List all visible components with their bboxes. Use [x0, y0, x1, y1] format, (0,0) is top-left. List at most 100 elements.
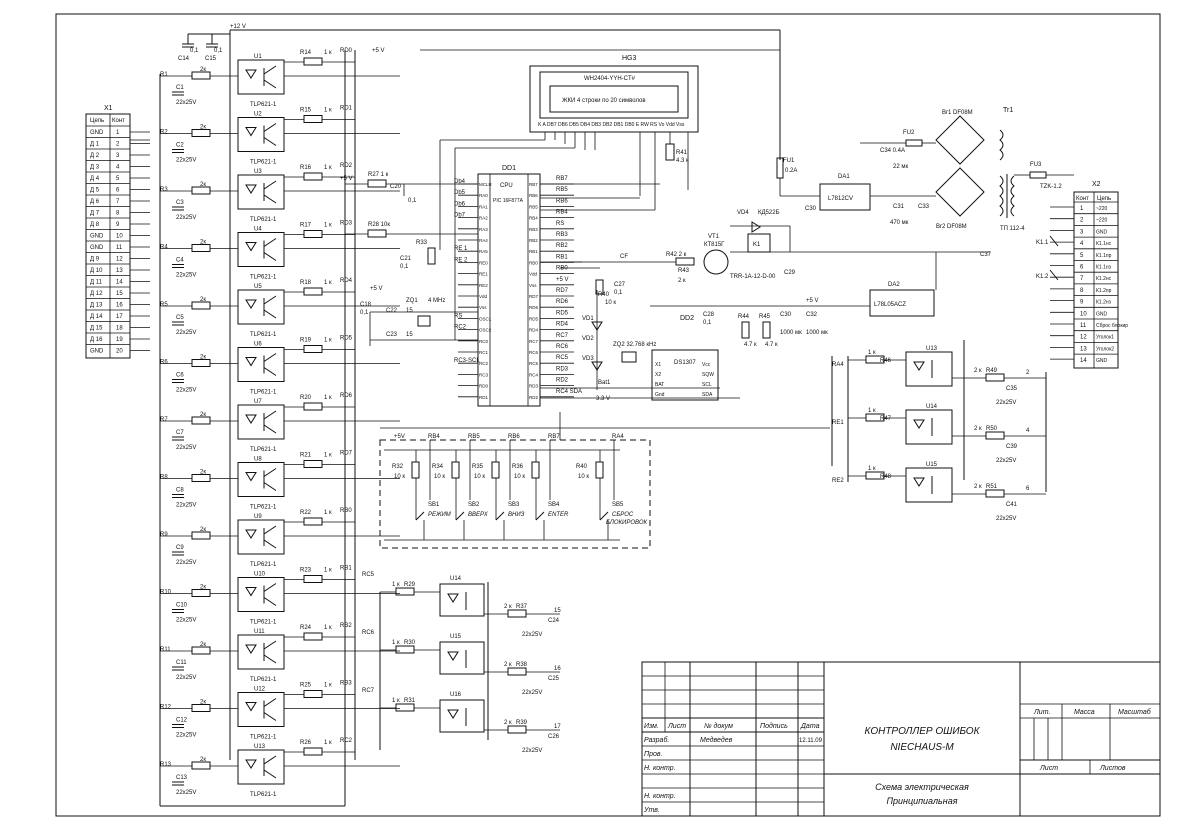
input-resistor	[191, 186, 211, 195]
tr1-part: ТП 112-4	[1000, 226, 1025, 232]
mcu-pin-left: RC3	[479, 372, 488, 377]
transformer-tr1: Tr1 ТП 112-4	[999, 107, 1025, 232]
mcu-pin-left: RC2	[479, 361, 488, 366]
input-resistor	[191, 71, 211, 80]
input-cap-value: 22x25V	[176, 158, 196, 164]
optocoupler	[439, 641, 485, 675]
out-opto-rin	[865, 413, 885, 422]
out-opto-net: RE1	[832, 420, 844, 426]
tb-nkontr: Н. контр.	[644, 765, 676, 772]
net-label: RD4	[340, 278, 353, 284]
input-cap-label: C6	[176, 373, 184, 379]
bot-opto-rin	[395, 645, 415, 654]
c31-label: C31	[893, 204, 905, 210]
input-cap-label: C4	[176, 258, 184, 264]
output-resistor-value: 1 к	[324, 108, 332, 114]
x1-row-circuit: Д 1	[90, 142, 100, 148]
x1-row-contact: 9	[116, 222, 120, 228]
x1-col-circuit: Цепь	[90, 118, 104, 124]
button-switch-label: SB4	[548, 502, 560, 508]
drawing-frame	[55, 13, 1161, 817]
r42-label: R42 2 к	[666, 252, 687, 258]
input-resistor-label: R2	[160, 130, 168, 136]
fu3-label: FU3	[1030, 162, 1042, 168]
button-resistor	[595, 461, 604, 479]
x2-row-contact: 3	[1080, 229, 1084, 235]
vt1-part: КТ815Г	[704, 242, 725, 248]
optocoupler	[237, 347, 285, 382]
c18-label: C18	[360, 302, 372, 308]
r41-label: R41	[676, 150, 688, 156]
mcu-pin-left: RE0	[479, 260, 488, 265]
tb-subtitle1: Схема электрическая	[875, 782, 969, 792]
c20-label: C20	[390, 184, 402, 190]
zq1-freq: 4 MHz	[428, 298, 445, 304]
x1-row-contact: 20	[116, 349, 123, 355]
button-resistor-value: 10 к	[434, 474, 445, 480]
output-resistor-label: R16	[300, 165, 312, 171]
rtc-pin-right: SDA	[702, 392, 713, 398]
resistor-r45	[762, 321, 771, 339]
c33-label: C33	[918, 204, 930, 210]
output-resistor-value: 1 к	[324, 683, 332, 689]
net-label: RB3	[340, 681, 352, 687]
mcu-pin-right: RB0	[529, 260, 538, 265]
button-resistor-value: 10 к	[514, 474, 525, 480]
mcu-pin-right: RC7	[529, 339, 538, 344]
c23-label: C23	[386, 332, 398, 338]
bot-opto-rin	[395, 703, 415, 712]
x1-row-circuit: Д 14	[90, 314, 103, 320]
opto-ref: U7	[254, 399, 262, 405]
output-resistor	[303, 460, 323, 468]
bot-opto-ref: U16	[450, 692, 462, 698]
vd4-label: VD4	[737, 210, 749, 216]
r28-label: R28 10к	[368, 222, 390, 228]
input-resistor-value: 2к	[200, 297, 206, 303]
output-resistor	[303, 747, 323, 756]
button-resistor-label: R34	[432, 464, 444, 470]
input-cap-label: C8	[176, 488, 184, 494]
bot-opto-rin-value: 1 к	[392, 698, 400, 704]
input-resistor-value: 2к	[200, 125, 206, 131]
optocoupler	[905, 351, 953, 387]
button-switch-label: SB1	[428, 502, 440, 508]
mcu-part: PIC 16F877A	[493, 198, 524, 204]
input-resistor-label: R5	[160, 302, 168, 308]
x1-row-contact: 2	[116, 142, 120, 148]
tb-sheets: Листов	[1099, 765, 1126, 772]
mcu-net-left: RE 2	[454, 257, 468, 263]
mcu-net-left: RE 1	[454, 246, 468, 252]
mcu-pin-right: RD6	[529, 305, 538, 310]
output-resistor-value: 1 к	[324, 338, 332, 344]
output-resistor-value: 1 к	[324, 510, 332, 516]
tr1-label: Tr1	[1003, 107, 1013, 114]
c28-value: 0,1	[703, 320, 712, 326]
lcd-ref: HG3	[622, 55, 637, 62]
r44-value: 4.7 к	[744, 342, 757, 348]
rtc-dd2: DD2 DS1307 ZQ2 32.768 кHz X1X2BATGndVccS…	[613, 315, 719, 401]
output-resistor	[303, 632, 323, 641]
plus5-label-mid: +5 V	[340, 176, 353, 182]
opto-type: TLP621-1	[250, 390, 277, 396]
button-switch-caption: РЕЖИМ	[428, 512, 451, 518]
x1-row-contact: 11	[116, 245, 123, 251]
x2-row-circuit: Уголок2	[1096, 346, 1114, 352]
button-switch-label: SB3	[508, 502, 520, 508]
button-switch-caption: ENTER	[548, 512, 569, 518]
out-opto-rout-value: 2 к	[974, 368, 982, 374]
zq1-ref: ZQ1	[406, 298, 418, 304]
x2-row-circuit: К1.1пр	[1096, 253, 1112, 259]
input-cap-label: C2	[176, 143, 184, 149]
c23-value: 15	[406, 332, 413, 338]
opto-ref: U13	[254, 744, 266, 750]
x2-row-contact: 9	[1080, 300, 1084, 306]
bot-opto-rout-label: R38	[516, 662, 528, 668]
resistor-r28	[367, 229, 387, 238]
bot-opto-net: RC7	[362, 688, 375, 694]
